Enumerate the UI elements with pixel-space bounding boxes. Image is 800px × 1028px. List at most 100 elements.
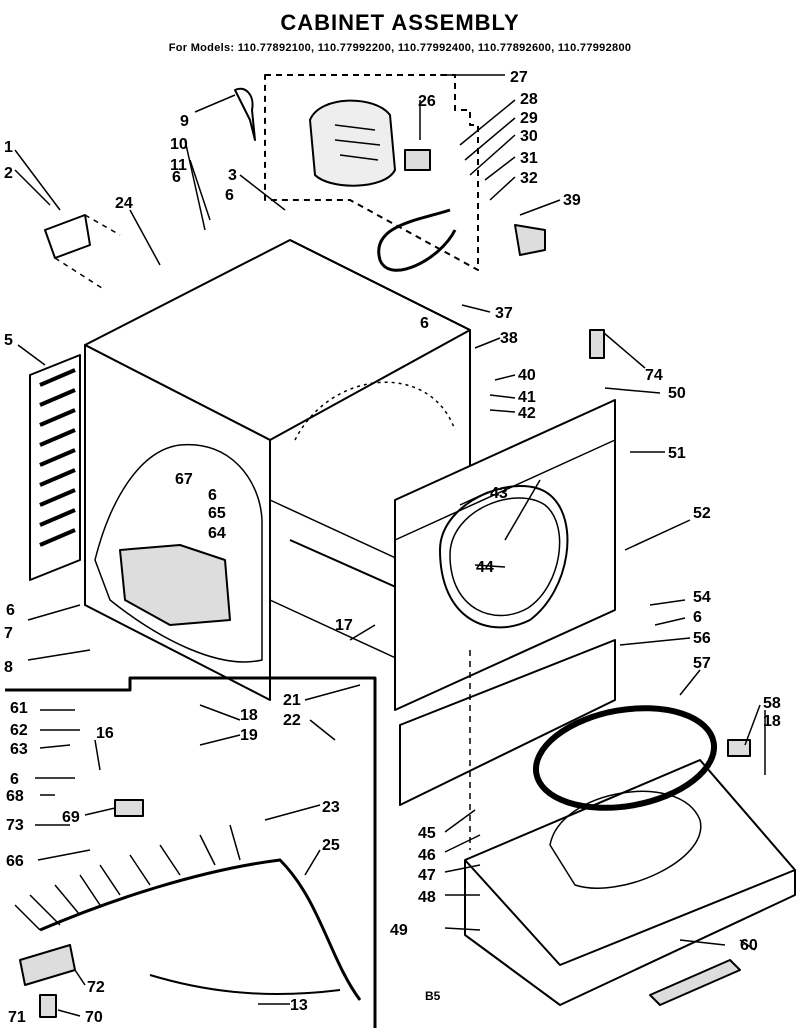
callout-6f: 6 [172, 169, 181, 186]
callout-2: 2 [4, 165, 13, 182]
callout-37: 37 [495, 305, 513, 322]
switch-39 [514, 224, 546, 256]
callout-23: 23 [322, 799, 340, 816]
model-list: For Models: 110.77892100, 110.77992200, … [168, 42, 632, 54]
door-base [464, 934, 561, 1006]
motor-dashed-box [264, 74, 479, 271]
clip-74 [589, 329, 605, 359]
callout-66: 66 [6, 853, 24, 870]
callout-51: 51 [668, 445, 686, 462]
drive-motor [309, 99, 396, 187]
callout-26: 26 [418, 93, 436, 110]
callout-46: 46 [418, 847, 436, 864]
callout-32: 32 [520, 170, 538, 187]
callout-18a: 18 [240, 707, 258, 724]
callout-63: 63 [10, 741, 28, 758]
callout-21: 21 [283, 692, 301, 709]
side-cutaway [94, 443, 263, 663]
harness-inset-border [5, 676, 377, 1028]
harness-plug [19, 944, 76, 986]
callout-13: 13 [290, 997, 308, 1014]
callout-24: 24 [115, 195, 133, 212]
door-ring [532, 705, 718, 811]
callout-11: 11 [170, 157, 187, 174]
block-69 [114, 799, 144, 817]
callout-6e: 6 [420, 315, 429, 332]
door-window [549, 790, 702, 889]
drum-opening-outline [294, 381, 456, 441]
idler-bracket [404, 149, 431, 171]
callout-22: 22 [283, 712, 301, 729]
callout-6g: 6 [225, 187, 234, 204]
callout-10: 10 [170, 136, 188, 153]
callout-29: 29 [520, 110, 538, 127]
callout-38: 38 [500, 330, 518, 347]
callout-45: 45 [418, 825, 436, 842]
callout-73: 73 [6, 817, 24, 834]
callout-labels: 1 2 3 5 6 7 8 9 10 11 24 26 27 28 29 30 … [4, 69, 781, 1026]
callout-69: 69 [62, 809, 80, 826]
callout-48: 48 [418, 889, 436, 906]
callout-9: 9 [180, 113, 189, 130]
cabinet-linework [5, 74, 796, 1028]
motor-assembly [119, 544, 231, 626]
callout-6c: 6 [10, 771, 19, 788]
callout-39: 39 [563, 192, 581, 209]
callout-28: 28 [520, 91, 538, 108]
callout-18b: 18 [763, 713, 781, 730]
left-side-panel [84, 344, 271, 701]
callout-68: 68 [6, 788, 24, 805]
callout-49: 49 [390, 922, 408, 939]
callout-67: 67 [175, 471, 193, 488]
callout-72: 72 [87, 979, 105, 996]
drive-belt [377, 208, 457, 272]
callout-52: 52 [693, 505, 711, 522]
callout-62: 62 [10, 722, 28, 739]
callout-27: 27 [510, 69, 528, 86]
leader-lines [14, 74, 766, 1017]
callout-40: 40 [518, 367, 536, 384]
reference-code: B5 [425, 989, 441, 1003]
callout-8: 8 [4, 659, 13, 676]
wire-loop [234, 87, 256, 141]
callout-47: 47 [418, 867, 436, 884]
callout-56: 56 [693, 630, 711, 647]
callout-6b: 6 [693, 609, 702, 626]
callout-6a: 6 [6, 602, 15, 619]
callout-65: 65 [208, 505, 226, 522]
bracket-1 [44, 214, 91, 259]
callout-60: 60 [740, 937, 758, 954]
door-inner-panel [464, 759, 796, 966]
callout-7: 7 [4, 625, 13, 642]
callout-61: 61 [10, 700, 28, 717]
callout-64: 64 [208, 525, 226, 542]
wiring-harness [39, 858, 362, 1001]
callout-70: 70 [85, 1009, 103, 1026]
console-strip [394, 399, 616, 541]
callout-6d: 6 [208, 487, 217, 504]
callout-25: 25 [322, 837, 340, 854]
callout-42: 42 [518, 405, 536, 422]
callout-19: 19 [240, 727, 258, 744]
callout-17: 17 [335, 617, 353, 634]
callout-54: 54 [693, 589, 711, 606]
callout-43: 43 [490, 485, 508, 502]
bracket-58 [727, 739, 751, 757]
callout-58: 58 [763, 695, 781, 712]
callout-31: 31 [520, 150, 538, 167]
side-panel-5 [29, 354, 81, 581]
callout-3: 3 [228, 167, 237, 184]
callout-1: 1 [4, 139, 13, 156]
callout-57: 57 [693, 655, 711, 672]
callout-50: 50 [668, 385, 686, 402]
door-handle [649, 959, 741, 1006]
callout-74: 74 [645, 367, 663, 384]
page-title: CABINET ASSEMBLY [280, 10, 520, 35]
connector-70 [39, 994, 57, 1018]
callout-5: 5 [4, 332, 13, 349]
callout-41: 41 [518, 389, 536, 406]
callout-30: 30 [520, 128, 538, 145]
toe-panel [399, 639, 616, 806]
callout-16: 16 [96, 725, 114, 742]
